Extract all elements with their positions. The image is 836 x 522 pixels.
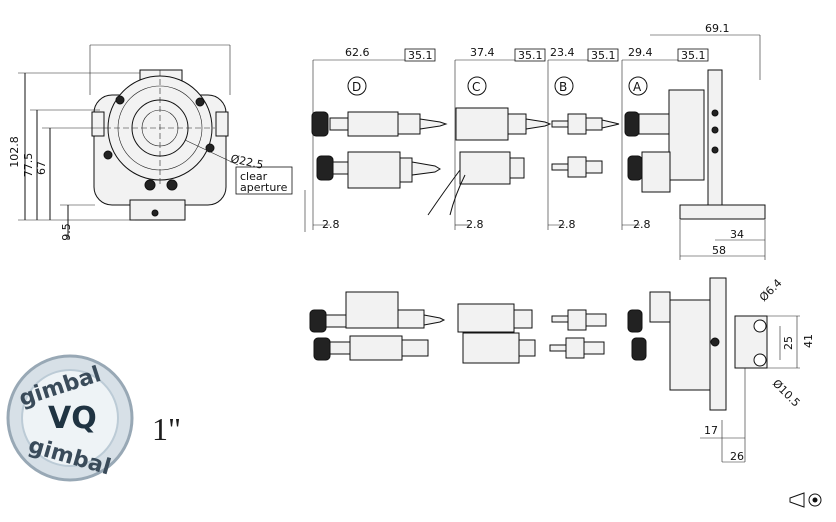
dim-b-box: 35.1 (591, 49, 616, 62)
dim-a-length: 29.4 (628, 46, 653, 59)
base-width-58: 58 (712, 244, 726, 257)
aperture-label: aperture (240, 181, 288, 194)
logo-brand: VQ (48, 401, 97, 436)
dim-b-length: 23.4 (550, 46, 575, 59)
dim-a-box: 35.1 (681, 49, 706, 62)
hole-spacing-25: 25 (782, 336, 795, 350)
offset-26: 26 (730, 450, 744, 463)
hole-diameter-10-5: Ø10.5 (770, 377, 803, 410)
projection-symbol-icon (789, 492, 822, 508)
label-b: B (559, 80, 567, 94)
clear-label: clear (240, 170, 268, 183)
offset-a: 2.8 (633, 218, 651, 231)
offset-c: 2.8 (466, 218, 484, 231)
base-width-34: 34 (730, 228, 744, 241)
label-c: C (472, 80, 480, 94)
dim-overall: 69.1 (705, 22, 730, 35)
hole-diameter-6-4: Ø6.4 (757, 276, 785, 304)
front-height-77-5: 77.5 (22, 153, 35, 178)
offset-d: 2.8 (322, 218, 340, 231)
dim-d-length: 62.6 (345, 46, 370, 59)
front-height-67: 67 (35, 161, 48, 175)
height-41: 41 (802, 334, 815, 348)
logo-size: 1" (152, 411, 181, 447)
dim-d-box: 35.1 (408, 49, 433, 62)
front-base-9-5: 9.5 (60, 223, 73, 241)
top-view-bottom: Ø6.4 Ø10.5 25 41 17 26 (309, 276, 815, 463)
front-view: 102.8 77.5 67 9.5 Ø22.5 clear aperture (8, 44, 293, 241)
front-height-102-8: 102.8 (8, 136, 21, 168)
dim-c-length: 37.4 (470, 46, 495, 59)
side-view-top: 62.6 35.1 37.4 35.1 23.4 35.1 29.4 35.1 … (304, 22, 766, 260)
offset-17: 17 (704, 424, 718, 437)
label-a: A (633, 80, 642, 94)
gimbal-logo: gimbal gimbal VQ 1" (6, 354, 181, 482)
offset-b: 2.8 (558, 218, 576, 231)
label-d: D (352, 80, 361, 94)
dim-c-box: 35.1 (518, 49, 543, 62)
